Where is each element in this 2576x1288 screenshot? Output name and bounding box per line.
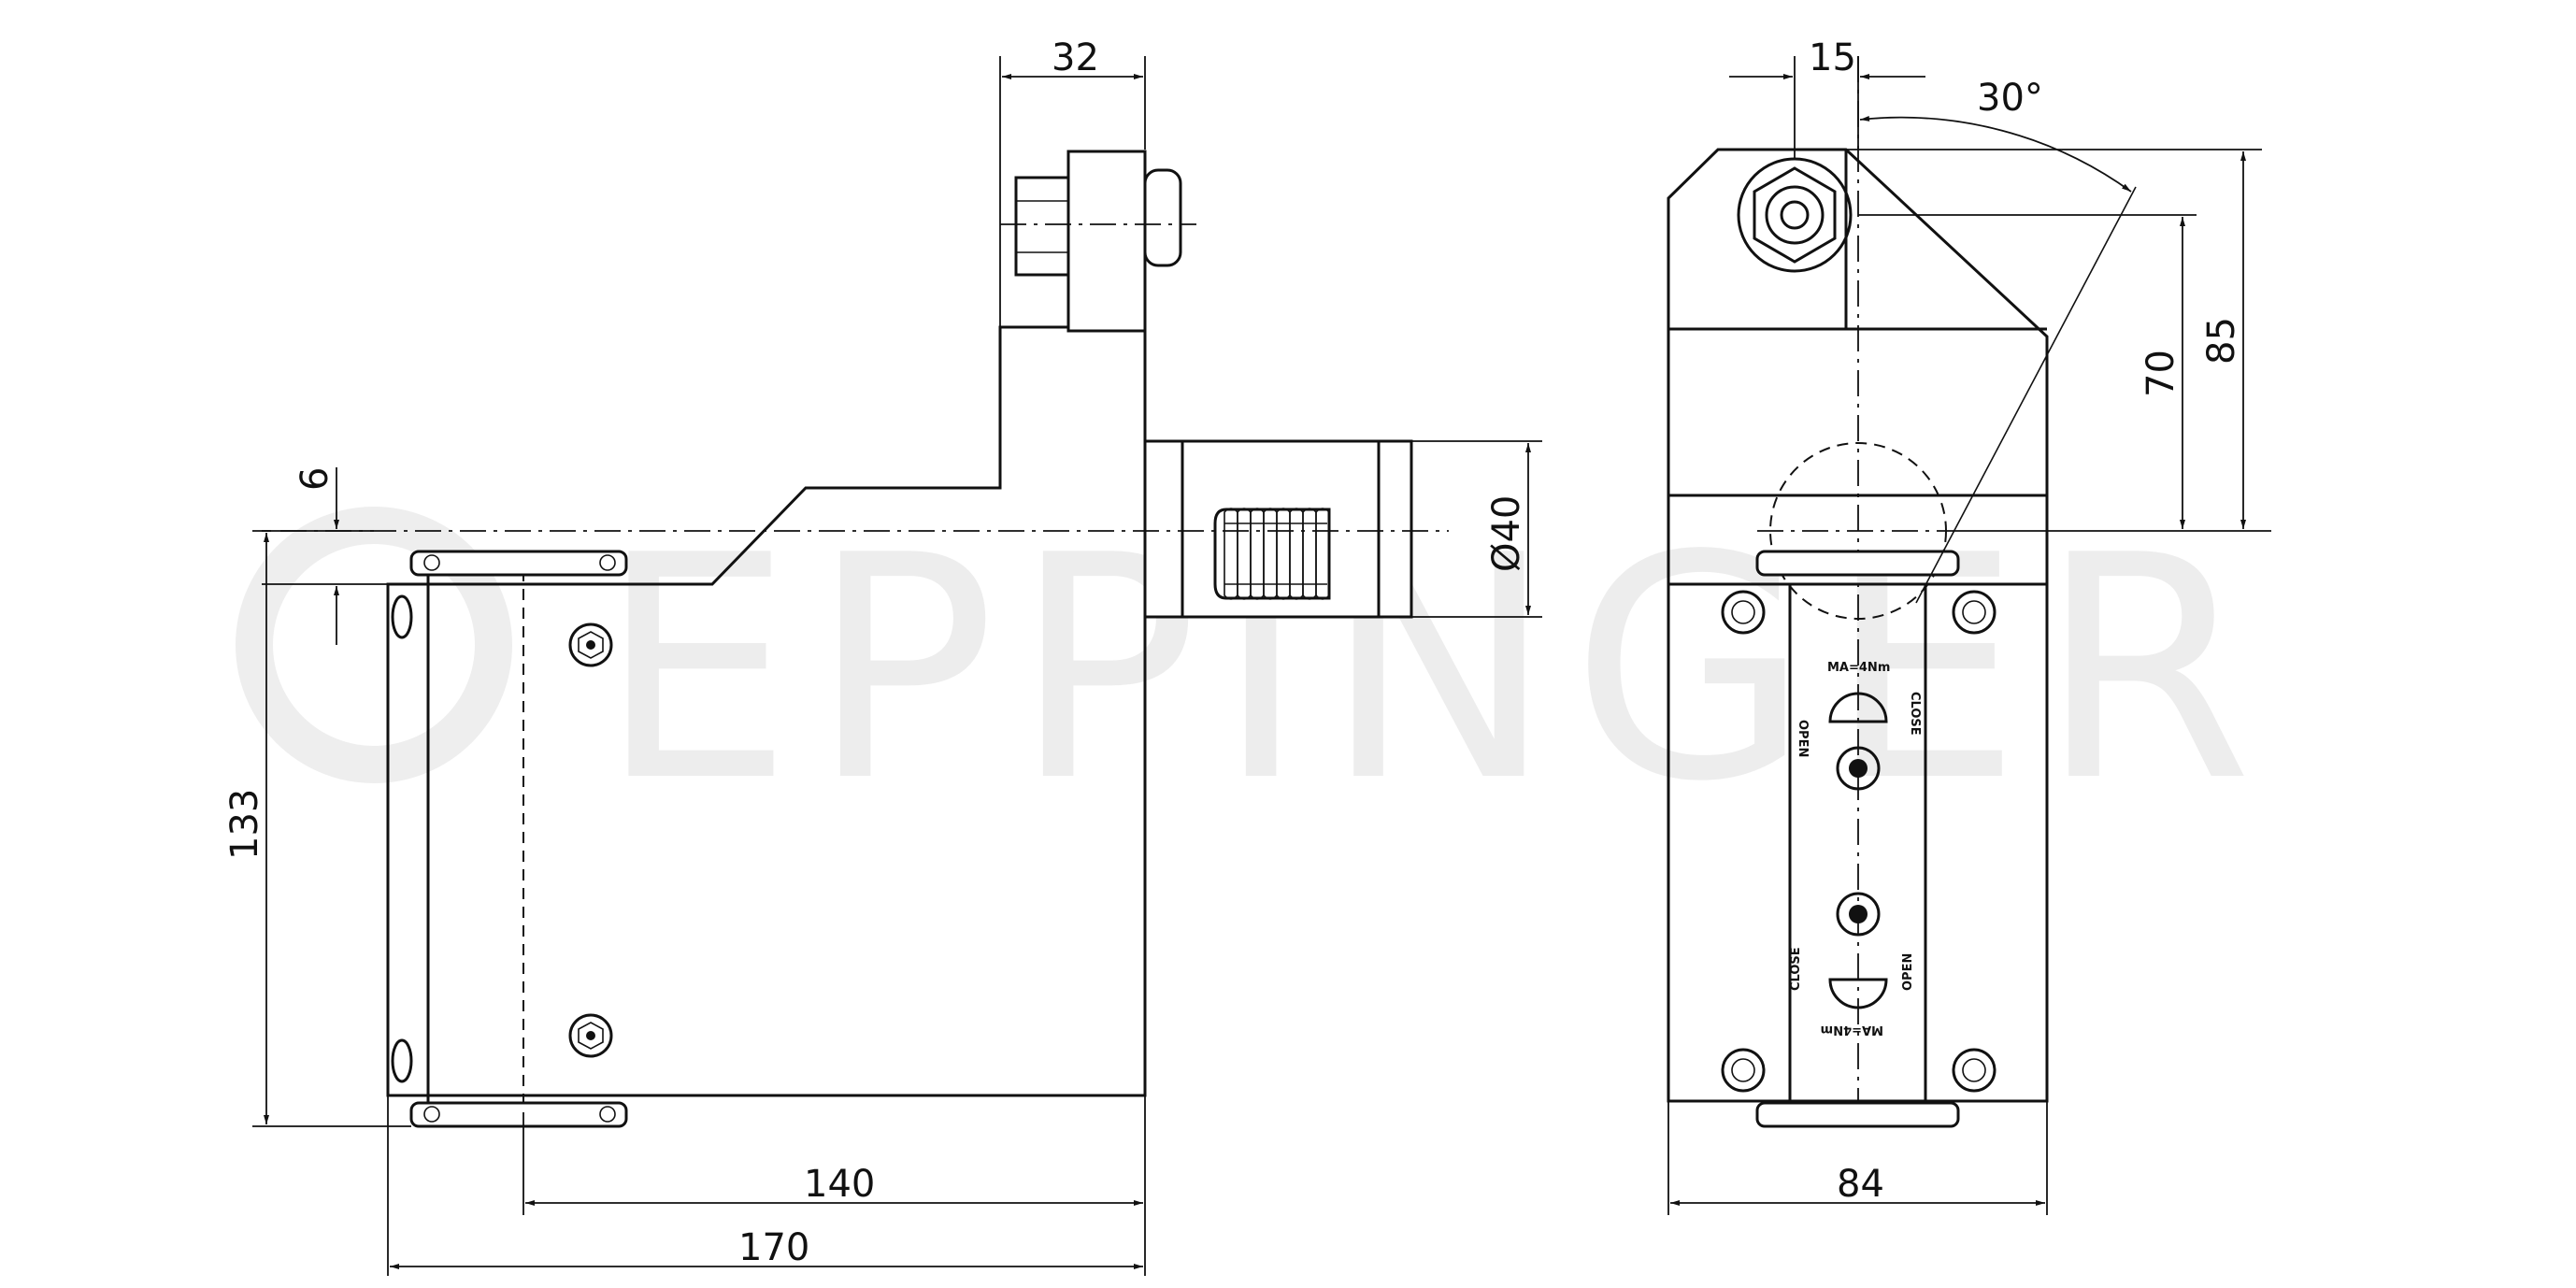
serration-tooth <box>1315 508 1330 600</box>
coolant-nut <box>1014 176 1070 277</box>
coolant-block <box>1066 150 1147 333</box>
front-dimensions: 15 30° 70 85 84 <box>1667 36 2271 1215</box>
dim-front-height-inner: 70 <box>2140 350 2182 397</box>
coolant-nipple <box>1143 168 1182 267</box>
plate-screw-bottom <box>1836 892 1881 937</box>
dim-offset: 6 <box>293 467 336 491</box>
rotation-symbol-top <box>1828 692 1888 723</box>
front-screw-tr <box>1952 590 1996 635</box>
watermark-text: EPPINGER <box>598 490 2269 849</box>
dim-height: 133 <box>223 789 266 860</box>
top-clamp-bar <box>409 550 628 577</box>
dim-top-width: 32 <box>1052 36 1099 79</box>
front-view: OPEN MA=4Nm CLOSE CLOSE MA=4Nm OPEN <box>1667 56 2049 1128</box>
rotation-symbol-bottom <box>1828 978 1888 1009</box>
serration-teeth <box>1224 508 1330 600</box>
dim-angle: 30° <box>1977 77 2043 120</box>
side-dimensions: 32 6 133 Ø40 140 170 <box>223 36 1542 1276</box>
front-screw-bl <box>1721 1048 1766 1093</box>
dim-length-overall: 170 <box>738 1226 809 1269</box>
front-screw-tl <box>1721 590 1766 635</box>
dim-length-inner: 140 <box>804 1163 875 1206</box>
plate-screw-top <box>1836 746 1881 791</box>
dim-front-height-overall: 85 <box>2200 317 2243 365</box>
side-screw-top <box>568 623 613 667</box>
label-upper-torque: MA=4Nm <box>1827 661 1890 675</box>
watermark-logo: EPPINGER <box>236 490 2269 849</box>
side-screw-bottom <box>568 1013 613 1058</box>
bottom-clamp-bar <box>409 1101 628 1128</box>
shank-cylinder <box>1143 439 1413 619</box>
label-upper-close: CLOSE <box>1908 692 1922 736</box>
dim-front-width: 84 <box>1837 1163 1884 1206</box>
front-clamp-plate <box>1788 582 1927 1103</box>
side-view <box>280 150 1449 1128</box>
dim-shank-diameter: Ø40 <box>1485 495 1528 572</box>
front-coolant-fitting <box>1737 157 1853 273</box>
front-bottom-bar <box>1755 1101 1960 1128</box>
label-lower-torque: MA=4Nm <box>1821 1023 1883 1037</box>
front-screw-br <box>1952 1048 1996 1093</box>
label-upper-open: OPEN <box>1796 720 1810 757</box>
front-top-bar <box>1755 550 1960 577</box>
label-lower-close: CLOSE <box>1789 947 1803 991</box>
label-lower-open: OPEN <box>1901 953 1915 991</box>
dim-front-offset: 15 <box>1809 36 1856 79</box>
